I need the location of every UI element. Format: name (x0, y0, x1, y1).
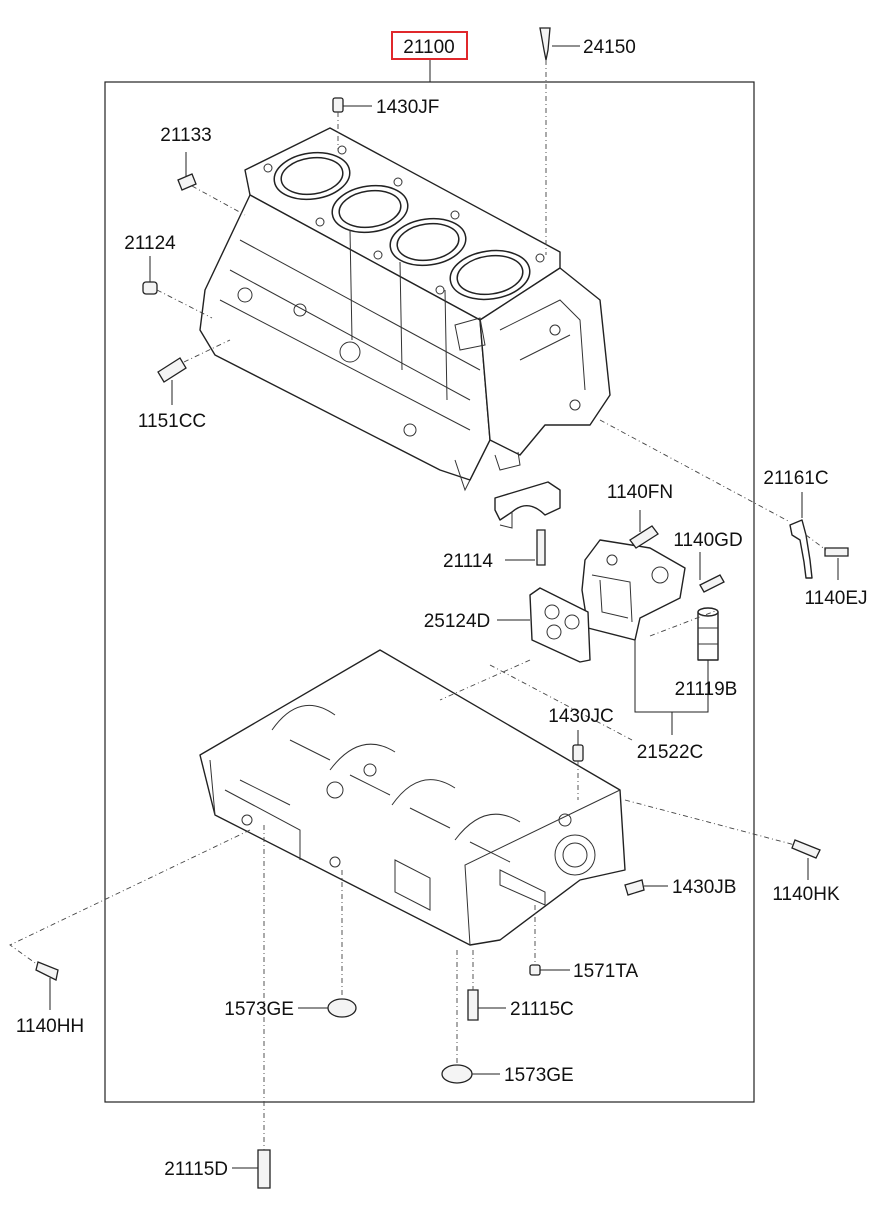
bolt-1140GD (699, 574, 725, 593)
label-21522C[interactable]: 21522C (637, 742, 704, 763)
label-1430JB[interactable]: 1430JB (672, 877, 736, 898)
label-24150[interactable]: 24150 (583, 37, 636, 58)
bracket-drawing (789, 519, 813, 579)
label-1140GD[interactable]: 1140GD (673, 530, 742, 551)
label-1140FN[interactable]: 1140FN (607, 482, 673, 503)
plug-1573GE-left (327, 998, 357, 1018)
pin-1430JF (332, 97, 344, 113)
plug-1571TA (529, 964, 541, 976)
label-21161C[interactable]: 21161C (763, 468, 828, 489)
bolt-21114 (536, 529, 546, 566)
plug-21133 (177, 173, 197, 191)
label-21124[interactable]: 21124 (124, 233, 176, 254)
label-25124D[interactable]: 25124D (424, 611, 491, 632)
label-1151CC[interactable]: 1151CC (138, 411, 206, 432)
label-1573GE-right[interactable]: 1573GE (504, 1065, 574, 1086)
label-1573GE-left[interactable]: 1573GE (224, 999, 294, 1020)
leader-lines (9, 45, 839, 1169)
label-21115D[interactable]: 21115D (164, 1159, 228, 1180)
pin-1430JB (624, 879, 645, 896)
stud-1151CC (157, 357, 187, 383)
filter-element-drawing (697, 607, 719, 661)
cylinder-block-drawing (199, 127, 611, 492)
label-21133[interactable]: 21133 (160, 125, 211, 146)
highlight-box-21100 (391, 31, 468, 60)
bolt-21115C (467, 989, 479, 1021)
lower-crankcase-drawing (199, 649, 626, 946)
plug-1573GE-right (441, 1064, 473, 1084)
gasket-drawing (529, 587, 591, 663)
oil-filter-bracket-drawing (581, 539, 686, 641)
label-1140EJ[interactable]: 1140EJ (804, 588, 867, 609)
label-21115C[interactable]: 21115C (510, 999, 574, 1020)
bolt-1140EJ (824, 547, 849, 557)
bolt-1140HK (791, 839, 821, 859)
label-1430JF[interactable]: 1430JF (376, 97, 439, 118)
bolt-1140FN (629, 525, 659, 549)
bolt-21115D (257, 1149, 271, 1189)
dipstick-24150 (539, 27, 551, 61)
label-21100[interactable]: 21100 (403, 37, 454, 58)
label-21119B[interactable]: 21119B (675, 679, 738, 700)
bearing-cap-drawing (494, 481, 561, 529)
bolt-1140HH (35, 961, 59, 981)
label-1571TA[interactable]: 1571TA (573, 961, 638, 982)
label-1430JC[interactable]: 1430JC (548, 706, 614, 727)
label-1140HH[interactable]: 1140HH (16, 1016, 84, 1037)
pin-1430JC (572, 744, 584, 762)
label-21114[interactable]: 21114 (443, 551, 493, 572)
label-1140HK[interactable]: 1140HK (772, 884, 840, 905)
dowel-21124 (142, 281, 158, 295)
